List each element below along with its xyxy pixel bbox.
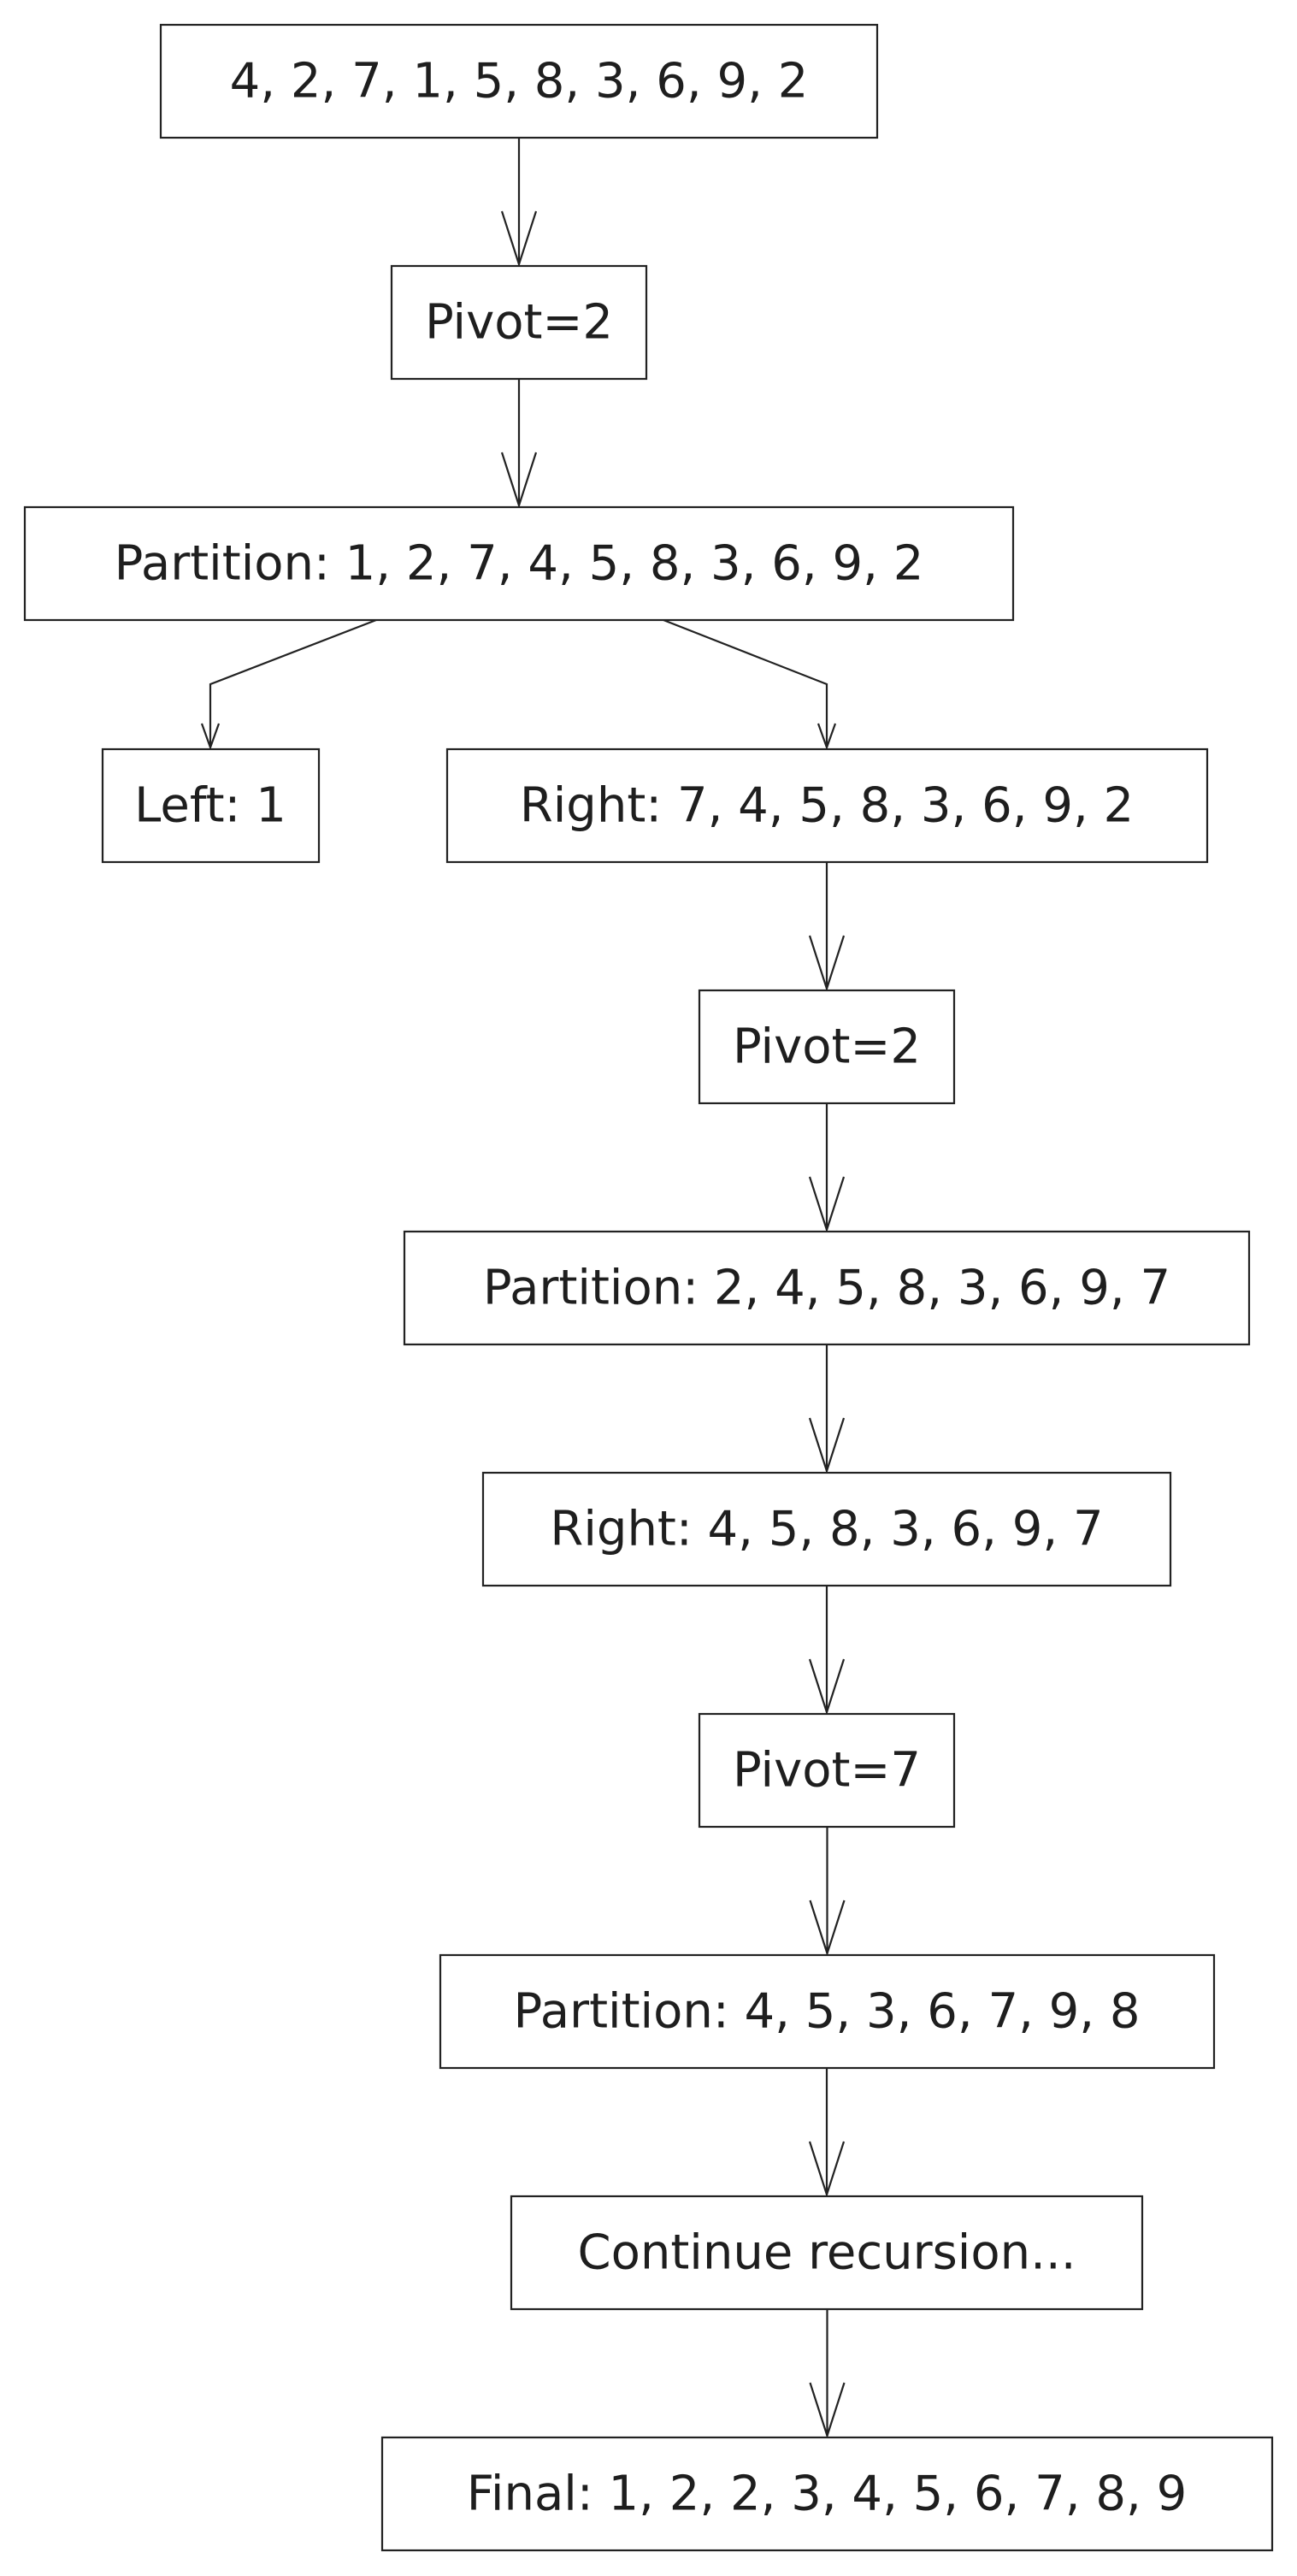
edge-partition1-to-right1 [663, 618, 828, 747]
node-pivot-2: Pivot=2 [698, 989, 956, 1105]
edge-partition1-to-right1-arrowhead [817, 723, 837, 751]
edge-pivot1-to-partition1-arrowhead [500, 452, 538, 509]
node-label-partition-1: Partition: 1, 2, 7, 4, 5, 8, 3, 6, 9, 2 [115, 536, 924, 592]
edge-partition1-to-left1 [209, 618, 377, 747]
node-continue: Continue recursion... [510, 2195, 1144, 2311]
node-pivot-3: Pivot=7 [698, 1712, 956, 1829]
node-label-continue: Continue recursion... [577, 2225, 1076, 2281]
node-label-pivot-2: Pivot=2 [733, 1019, 921, 1075]
edge-start-to-pivot1-arrowhead [500, 210, 538, 268]
node-partition-2: Partition: 2, 4, 5, 8, 3, 6, 9, 7 [403, 1230, 1251, 1346]
edges-layer [200, 138, 846, 2439]
edge-right2-to-pivot3-arrowhead [808, 1658, 846, 1716]
edge-pivot3-to-partition3-arrowhead [809, 1900, 846, 1957]
node-start: 4, 2, 7, 1, 5, 8, 3, 6, 9, 2 [159, 23, 879, 139]
node-label-left-1: Left: 1 [134, 778, 286, 834]
node-label-partition-3: Partition: 4, 5, 3, 6, 7, 9, 8 [513, 1984, 1140, 2040]
node-label-start: 4, 2, 7, 1, 5, 8, 3, 6, 9, 2 [230, 54, 809, 109]
node-label-right-2: Right: 4, 5, 8, 3, 6, 9, 7 [550, 1502, 1103, 1557]
node-label-pivot-1: Pivot=2 [425, 295, 613, 351]
node-label-pivot-3: Pivot=7 [733, 1743, 921, 1799]
edge-partition3-to-continue-arrowhead [808, 2141, 846, 2198]
node-partition-1: Partition: 1, 2, 7, 4, 5, 8, 3, 6, 9, 2 [23, 505, 1015, 622]
node-pivot-1: Pivot=2 [390, 264, 648, 381]
node-label-partition-2: Partition: 2, 4, 5, 8, 3, 6, 9, 7 [483, 1261, 1170, 1316]
edge-right1-to-pivot2-arrowhead [808, 935, 846, 992]
node-left-1: Left: 1 [101, 747, 321, 864]
node-final: Final: 1, 2, 2, 3, 4, 5, 6, 7, 8, 9 [380, 2436, 1274, 2552]
edge-pivot2-to-partition2-arrowhead [808, 1176, 846, 1233]
nodes-layer: 4, 2, 7, 1, 5, 8, 3, 6, 9, 2 Pivot=2 Par… [23, 23, 1274, 2552]
node-right-2: Right: 4, 5, 8, 3, 6, 9, 7 [481, 1471, 1172, 1587]
node-label-final: Final: 1, 2, 2, 3, 4, 5, 6, 7, 8, 9 [467, 2467, 1187, 2522]
edge-partition1-to-left1-arrowhead [200, 723, 221, 751]
node-partition-3: Partition: 4, 5, 3, 6, 7, 9, 8 [439, 1953, 1216, 2070]
node-right-1: Right: 7, 4, 5, 8, 3, 6, 9, 2 [445, 747, 1209, 864]
edge-continue-to-final-arrowhead [809, 2382, 846, 2439]
edge-partition2-to-right2-arrowhead [808, 1417, 846, 1474]
node-label-right-1: Right: 7, 4, 5, 8, 3, 6, 9, 2 [520, 778, 1134, 834]
